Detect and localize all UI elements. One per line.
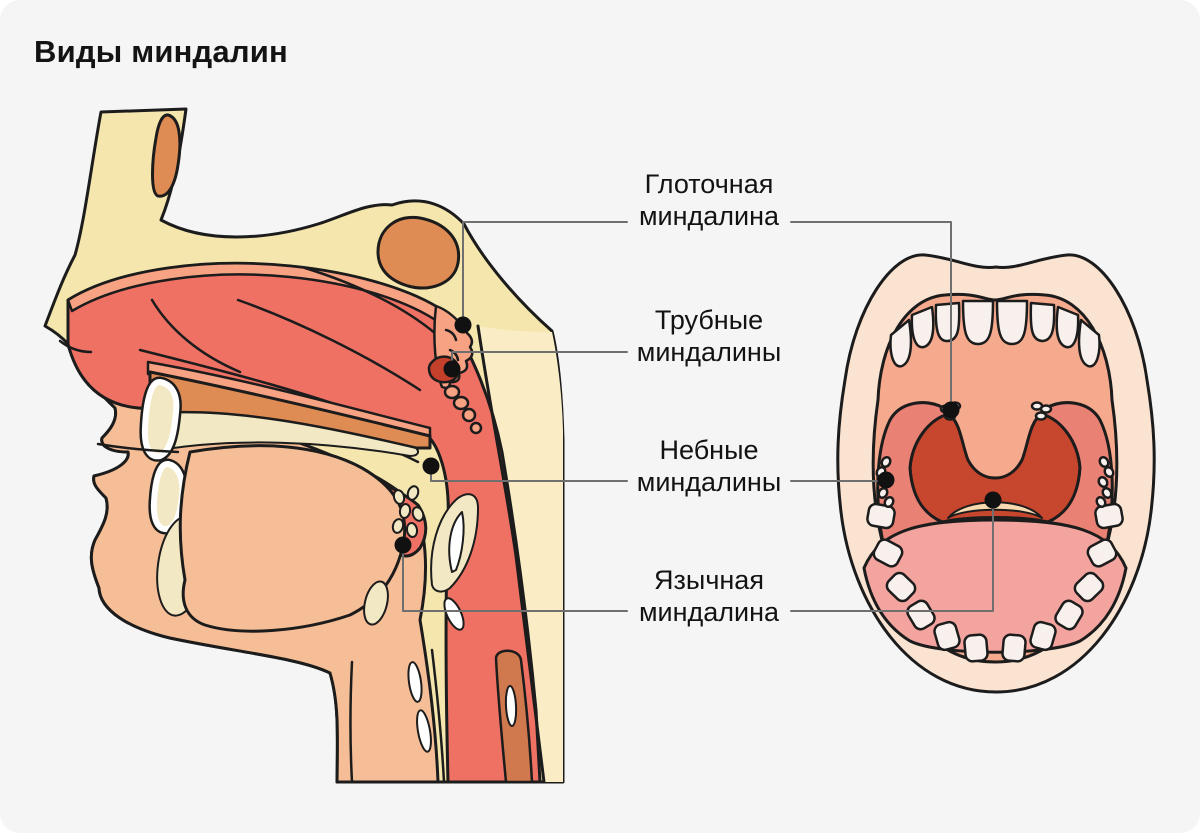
trachea-wall-front — [349, 660, 354, 784]
lingual-tonsil-follicles — [391, 485, 425, 538]
leader-lines — [402, 221, 994, 612]
leader-pharyngeal-left — [462, 221, 628, 326]
dot-lingual-head — [394, 536, 412, 554]
tongue-back-crescent — [947, 501, 1043, 519]
frontal-sinus — [151, 113, 182, 198]
dot-pharyngeal-mouth — [942, 401, 960, 419]
palatine-tonsil-right-bumps — [1095, 455, 1115, 509]
page-title: Виды миндалин — [34, 34, 288, 69]
label-lingual-tonsil: Язычная миндалина — [638, 565, 780, 627]
hard-palate-bone — [149, 411, 419, 457]
upper-teeth — [889, 299, 1101, 368]
esophagus-lumen — [504, 685, 518, 727]
label-tubal-tonsils: Трубные миндалины — [636, 305, 782, 367]
leader-pharyngeal-right — [790, 221, 952, 405]
dot-lingual-mouth — [984, 491, 1002, 509]
head-cross-section — [43, 107, 565, 784]
epiglottis-cartilage — [448, 511, 465, 573]
leader-lingual-right — [790, 505, 994, 612]
lower-incisor — [148, 458, 188, 535]
label-pharyngeal-tonsil: Глоточная миндалина — [638, 169, 780, 231]
leader-lingual-left — [402, 544, 628, 612]
cartilage-rings — [407, 597, 465, 753]
nostril-line — [58, 339, 93, 354]
pharynx-back-wall — [476, 324, 546, 784]
dot-palatine-mouth — [877, 471, 895, 489]
mouth-slit — [96, 442, 180, 454]
lower-teeth — [866, 502, 1124, 663]
tongue-section — [178, 444, 407, 633]
label-palatine-tonsils: Небные миндалины — [636, 435, 782, 497]
dot-pharyngeal-head — [454, 316, 472, 334]
marker-dots — [394, 316, 1002, 554]
mouth-illustration — [836, 253, 1156, 694]
dot-palatine-head — [422, 457, 440, 475]
dot-tubal-head — [443, 360, 461, 378]
trachea-wall-back — [430, 648, 446, 784]
sphenoid-sinus — [376, 215, 461, 290]
upper-incisor — [139, 376, 182, 462]
hyoid-bone — [363, 580, 389, 626]
